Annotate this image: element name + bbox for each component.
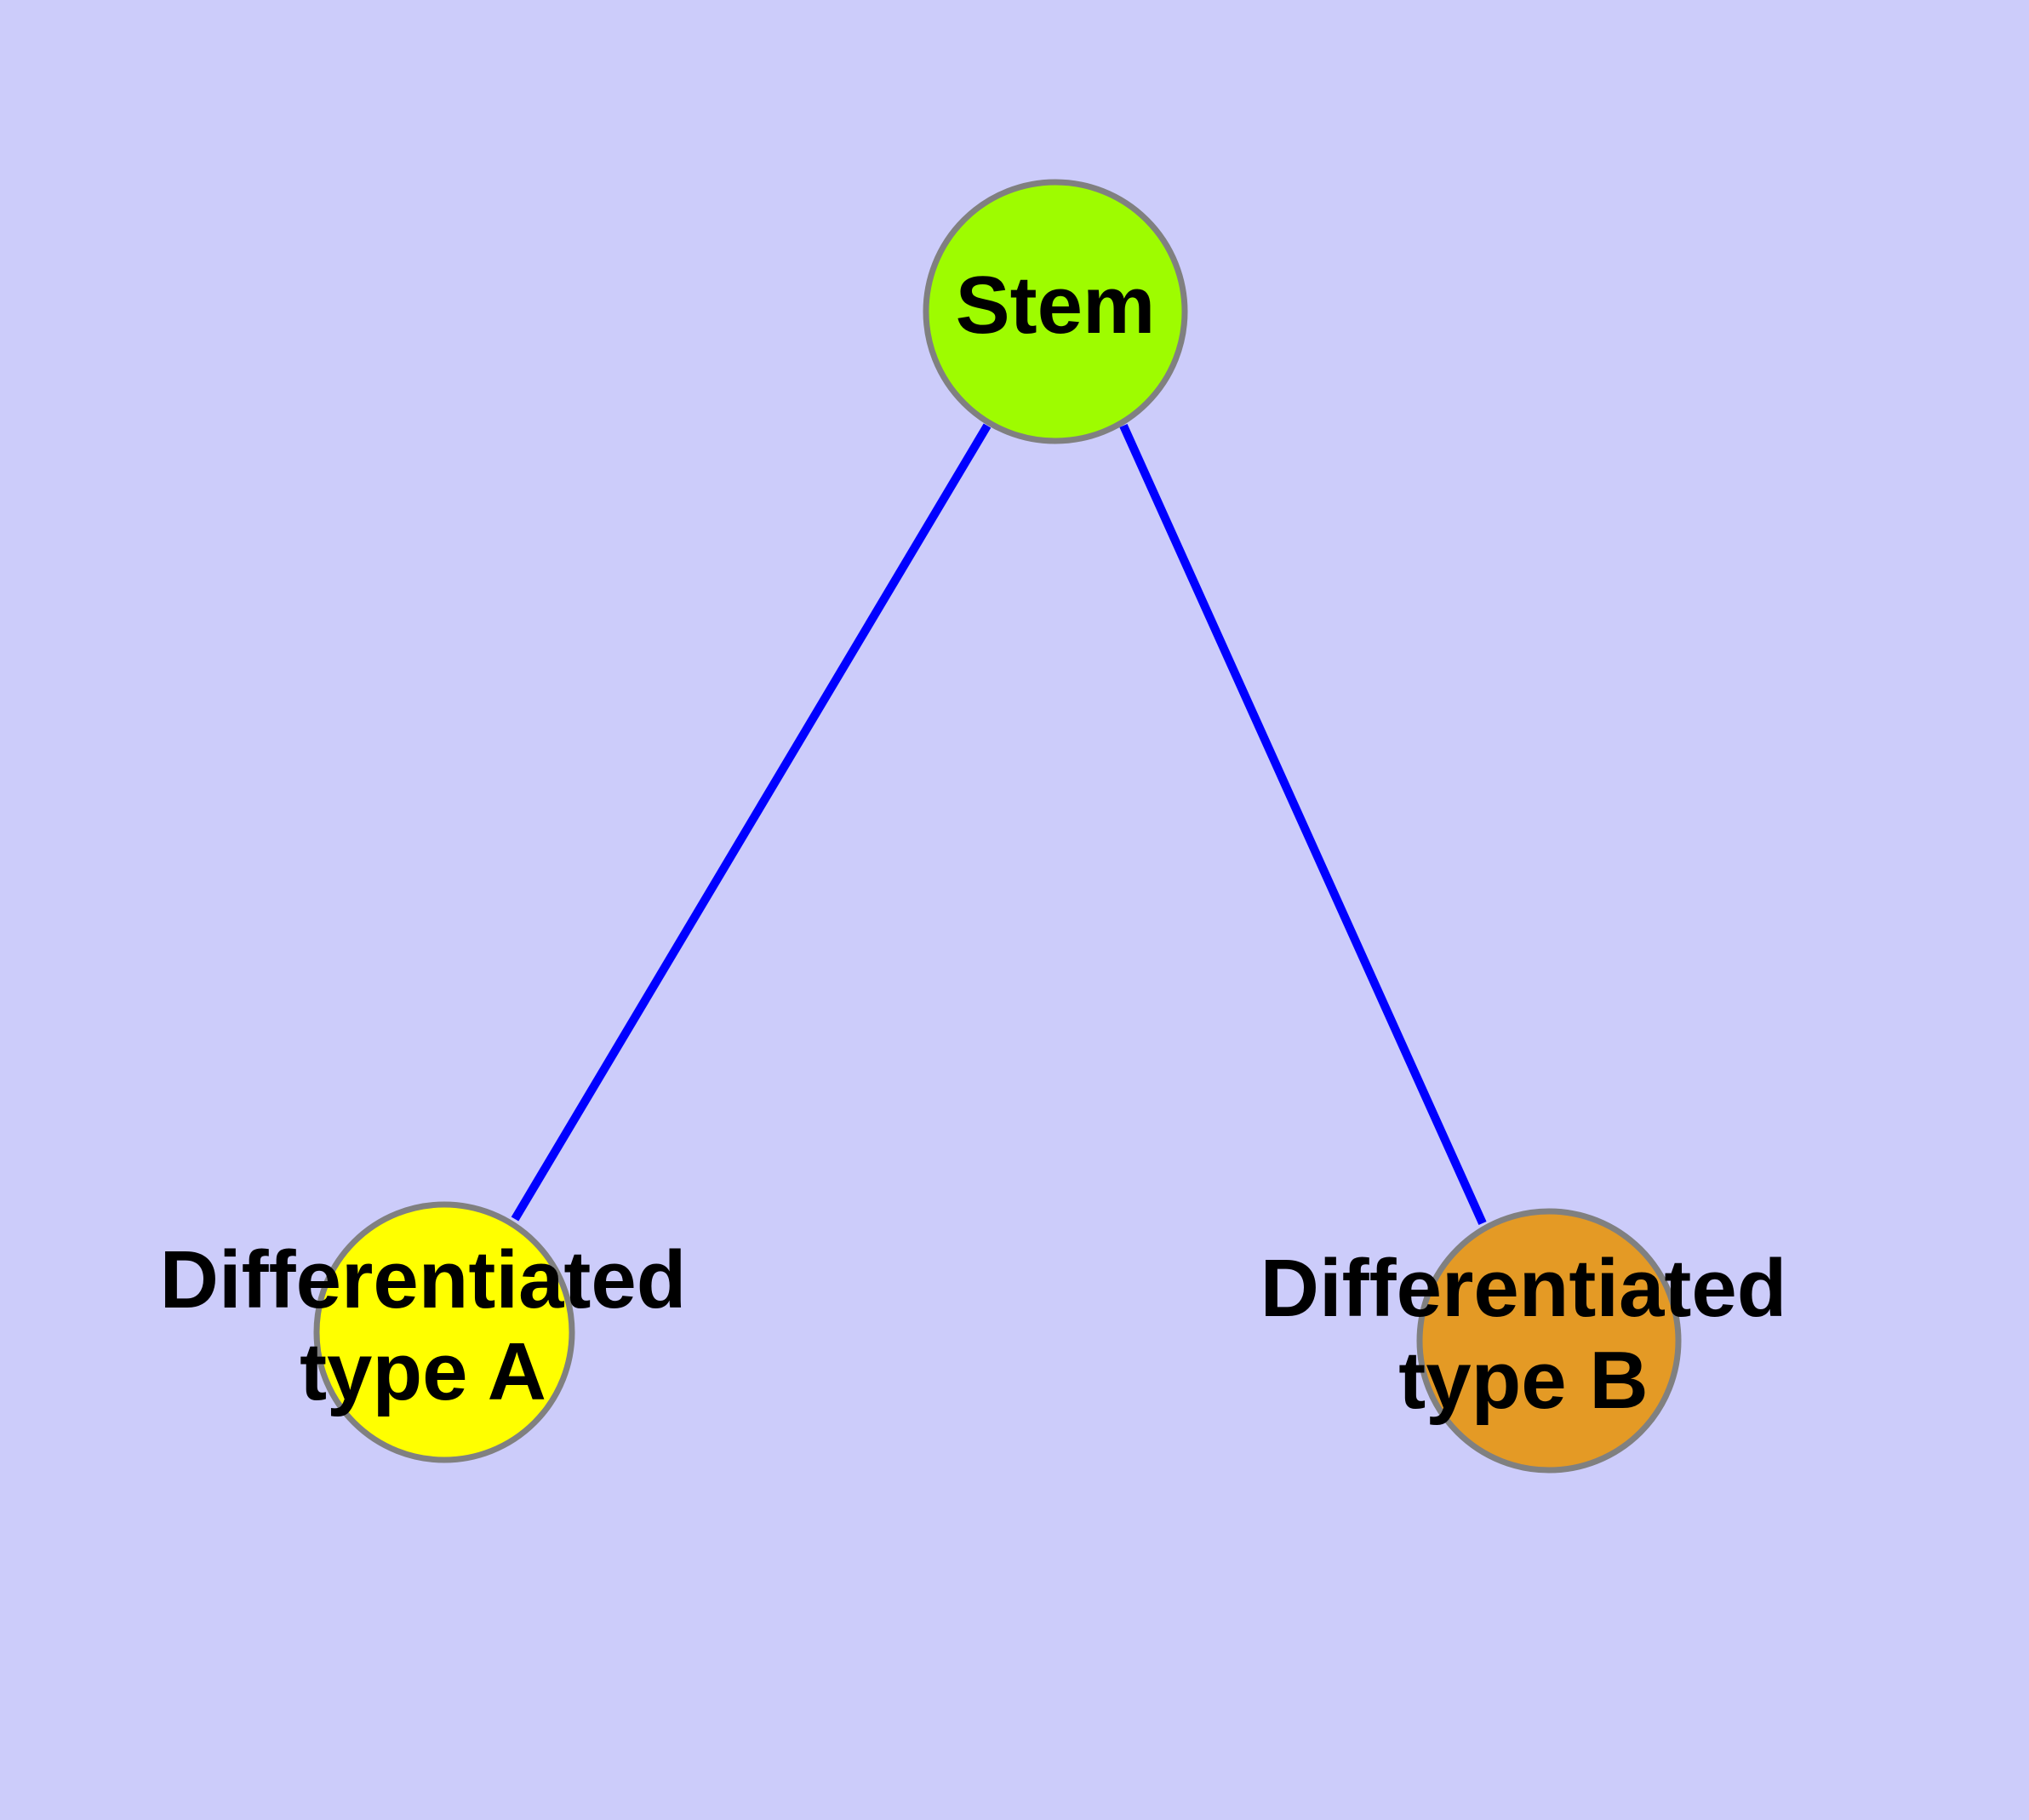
label-line: type B: [1398, 1335, 1648, 1426]
node-differentiated-type-a-circle[interactable]: [313, 1201, 575, 1463]
node-stem-label: Stem: [956, 260, 1156, 351]
edge-stem-to-differentiated-type-b[interactable]: [1119, 423, 1487, 1226]
label-line: Differentiated: [160, 1235, 687, 1326]
node-differentiated-type-b[interactable]: [1416, 1208, 1682, 1474]
edges-group: [511, 423, 1487, 1226]
nodes-group: [313, 179, 1682, 1474]
node-stem[interactable]: [923, 179, 1188, 444]
label-line: Differentiated: [1260, 1244, 1787, 1335]
label-line: Stem: [956, 260, 1156, 351]
label-line: type A: [300, 1326, 546, 1417]
node-differentiated-type-a[interactable]: [313, 1201, 575, 1463]
node-stem-circle[interactable]: [923, 179, 1188, 444]
edge-stem-to-differentiated-type-a[interactable]: [511, 423, 992, 1222]
node-differentiated-type-b-circle[interactable]: [1416, 1208, 1682, 1474]
